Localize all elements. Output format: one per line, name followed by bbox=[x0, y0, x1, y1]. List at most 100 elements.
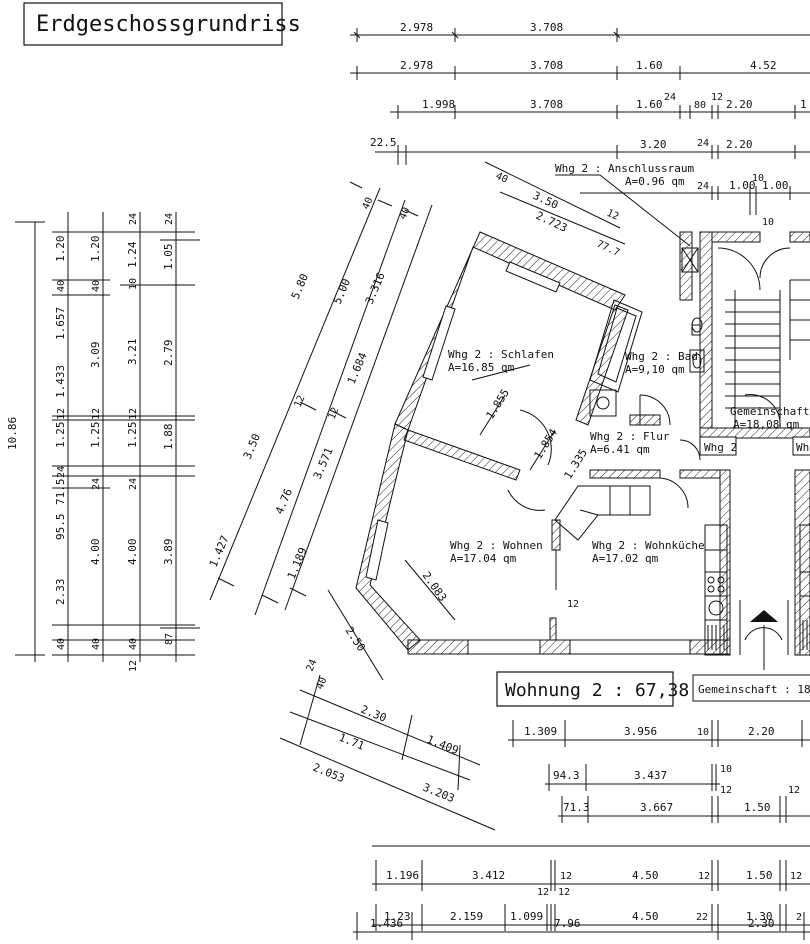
fixtures bbox=[507, 247, 810, 670]
dim-label: 24 bbox=[305, 658, 320, 673]
dim-label: 10.86 bbox=[6, 417, 19, 450]
dim-label: 12 bbox=[698, 871, 710, 882]
wohnung-area-label: Wohnung 2 : 67,38 qm bbox=[505, 680, 722, 701]
dim-label: 1.30 bbox=[746, 910, 773, 923]
dim-label: 40 bbox=[361, 196, 376, 211]
dim-label: 2.723 bbox=[534, 209, 570, 235]
walls bbox=[355, 231, 810, 656]
dim-label: 1.196 bbox=[386, 869, 419, 882]
room-gemeinschaft-name: Gemeinschaft bbox=[730, 405, 809, 418]
dim-label: 1.05 bbox=[162, 244, 175, 271]
dim-label: 3.708 bbox=[530, 21, 563, 34]
dim-label: 87 bbox=[164, 633, 175, 645]
bottom-left-dimension-lines bbox=[279, 674, 496, 831]
dim-label: 12 bbox=[56, 408, 67, 420]
room-flur-name: Whg 2 : Flur bbox=[590, 430, 670, 443]
dim-label: 12 bbox=[537, 887, 549, 898]
whg-tag: Whg 2 bbox=[704, 441, 737, 454]
dim-label: 12 bbox=[560, 871, 572, 882]
dim-label: 12 bbox=[567, 599, 579, 610]
dim-label: 1.855 bbox=[484, 387, 513, 422]
dim-label: 10 bbox=[762, 217, 774, 228]
dim-label: 1.24 bbox=[126, 241, 139, 268]
dim-label: 2.083 bbox=[420, 569, 450, 604]
dim-label: 1.657 bbox=[54, 307, 67, 340]
dim-label: 5.00 bbox=[331, 277, 353, 306]
dim-label: 10 bbox=[752, 173, 764, 184]
dim-label: 2 bbox=[796, 912, 802, 923]
dim-label: 4.00 bbox=[89, 539, 102, 566]
dim-label: 1.20 bbox=[54, 236, 67, 263]
left-dimension-lines bbox=[15, 212, 200, 662]
entrance-arrow-icon bbox=[750, 610, 778, 622]
dim-label: 40 bbox=[494, 171, 510, 186]
dim-label: 24 bbox=[697, 181, 709, 192]
dim-label: 1.60 bbox=[636, 98, 663, 111]
dim-label: 1.998 bbox=[422, 98, 455, 111]
dim-label: 40 bbox=[56, 280, 67, 292]
dim-label: 3.437 bbox=[634, 769, 667, 782]
dim-label: 1.00 bbox=[762, 179, 789, 192]
dim-label: 3.316 bbox=[363, 271, 388, 307]
dim-label: 12 bbox=[327, 406, 342, 421]
dim-label: 77.7 bbox=[595, 239, 621, 259]
dim-label: 1.099 bbox=[510, 910, 543, 923]
dim-label: 12 bbox=[128, 408, 139, 420]
room-bad-area: A=9,10 qm bbox=[625, 363, 685, 376]
dim-label: 2.978 bbox=[400, 59, 433, 72]
dim-label: 3.667 bbox=[640, 801, 673, 814]
dim-label: 1.00 bbox=[729, 179, 756, 192]
dim-label: 2.159 bbox=[450, 910, 483, 923]
dim-label: 1.189 bbox=[285, 546, 310, 582]
dim-label: 3.20 bbox=[640, 138, 667, 151]
dim-label: 94.3 bbox=[553, 769, 580, 782]
dim-label: 2.30 bbox=[748, 917, 775, 930]
dim-label: 2.20 bbox=[748, 725, 775, 738]
room-anschlussraum-name: Whg 2 : Anschlussraum bbox=[555, 162, 694, 175]
room-wohnen-area: A=17.04 qm bbox=[450, 552, 517, 565]
dim-label: 1.436 bbox=[370, 917, 403, 930]
top-dimension-labels: 2.978 3.708 2.978 3.708 1.60 4.52 1.998 … bbox=[370, 21, 807, 228]
dim-label: 1.20 bbox=[89, 236, 102, 263]
left-dimension-labels: 10.86 40 1.20 1.657 1.433 12 1.25 24 71.… bbox=[6, 213, 175, 672]
room-gemeinschaft-area: A=18,08 qm bbox=[733, 418, 800, 431]
room-wohnkueche-area: A=17.02 qm bbox=[592, 552, 659, 565]
dim-label: 71.5 bbox=[54, 479, 67, 506]
dim-label: 1.433 bbox=[54, 365, 67, 398]
dim-label: 1.427 bbox=[207, 534, 232, 570]
room-bad-name: Whg 2 : Bad bbox=[625, 350, 698, 363]
bottom-dimension-lines bbox=[353, 720, 810, 940]
wh-tag: Wh bbox=[796, 441, 809, 454]
dim-label: 24 bbox=[164, 213, 175, 225]
dim-label: 40 bbox=[91, 638, 102, 650]
dim-label: 1.25 bbox=[89, 422, 102, 449]
dim-label: 3.412 bbox=[472, 869, 505, 882]
dim-label: 3.708 bbox=[530, 59, 563, 72]
dim-label: 22 bbox=[696, 912, 708, 923]
dim-label: 1.25 bbox=[126, 422, 139, 449]
dim-label: 80 bbox=[694, 100, 706, 111]
dim-label: 2.20 bbox=[726, 98, 753, 111]
dim-label: 24 bbox=[128, 213, 139, 225]
dim-label: 12 bbox=[790, 871, 802, 882]
dim-label: 40 bbox=[128, 638, 139, 650]
room-anschlussraum-area: A=0.96 qm bbox=[625, 175, 685, 188]
dim-label: 2.33 bbox=[54, 579, 67, 606]
dim-label: 2.20 bbox=[726, 138, 753, 151]
dim-label: 1.50 bbox=[746, 869, 773, 882]
gemeinschaft-area-label: Gemeinschaft : 18,0 bbox=[698, 683, 810, 696]
dim-label: 40 bbox=[91, 280, 102, 292]
dim-label: 1.25 bbox=[54, 422, 67, 449]
dim-label: 4.50 bbox=[632, 910, 659, 923]
plan-title: Erdgeschossgrundriss bbox=[36, 12, 301, 37]
dim-label: 4.76 bbox=[273, 487, 295, 516]
dim-label: 7.96 bbox=[554, 917, 581, 930]
dim-label: 1.50 bbox=[744, 801, 771, 814]
dim-label: 3.50 bbox=[241, 432, 263, 461]
title-box: Erdgeschossgrundriss bbox=[23, 2, 301, 46]
area-summary: Wohnung 2 : 67,38 qm Gemeinschaft : 18,0 bbox=[496, 671, 810, 707]
dim-label: 1.409 bbox=[425, 733, 461, 757]
dim-label: 12 bbox=[128, 660, 139, 672]
